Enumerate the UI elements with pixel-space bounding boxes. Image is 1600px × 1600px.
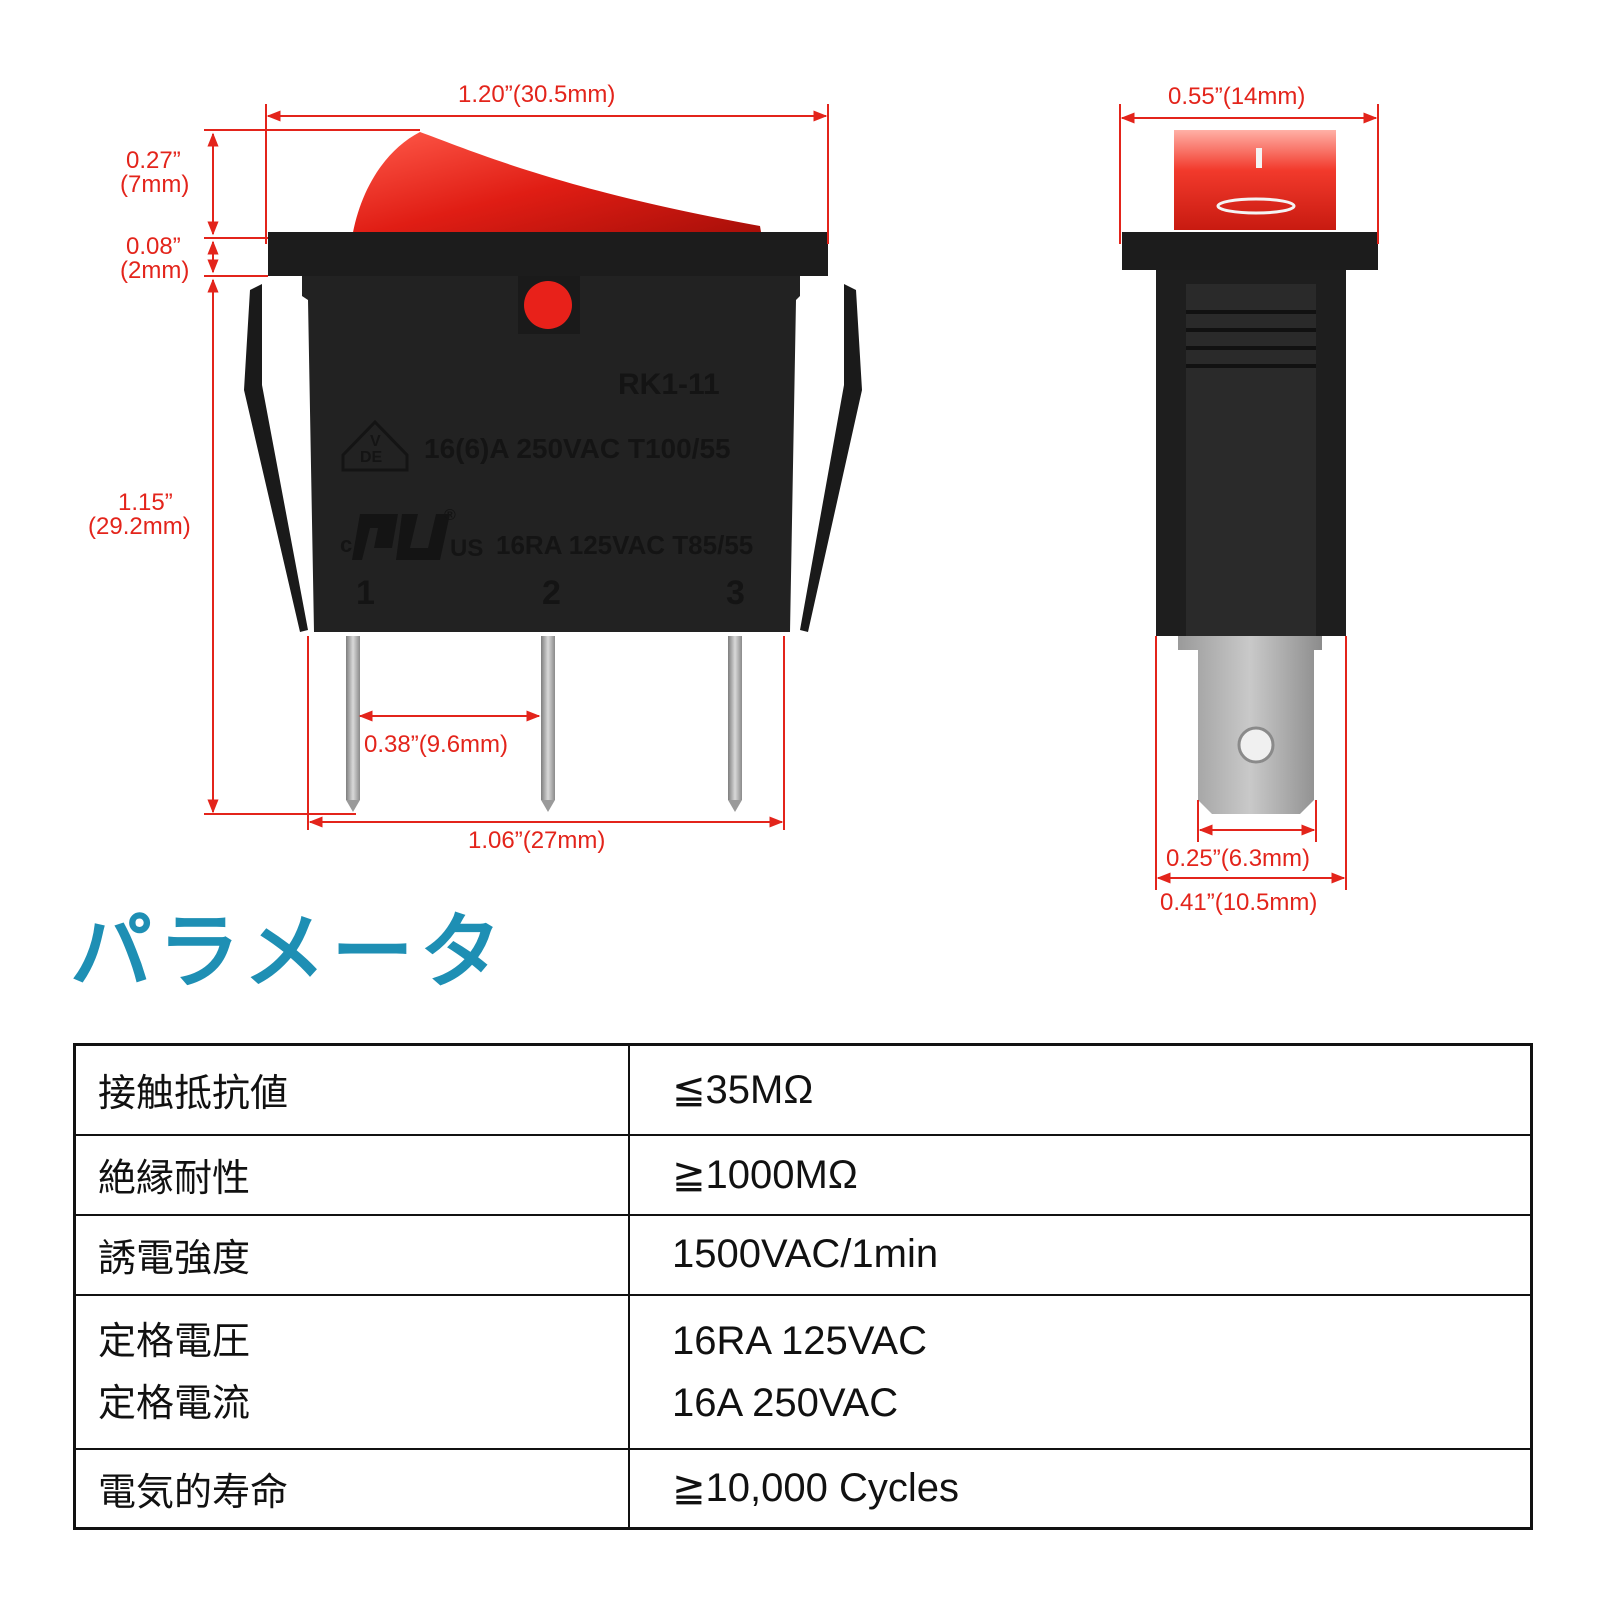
svg-text:DE: DE bbox=[360, 449, 383, 466]
bezel bbox=[268, 232, 828, 276]
parameter-table: 接触抵抗値 ≦35MΩ 絶縁耐性 ≧1000MΩ 誘電強度 1500VAC/1m… bbox=[73, 1043, 1533, 1530]
svg-text:V: V bbox=[370, 433, 381, 450]
side-terminal bbox=[1178, 636, 1322, 814]
param-value: ≦35MΩ bbox=[628, 1043, 1533, 1136]
param-label: 誘電強度 bbox=[73, 1213, 630, 1296]
terminal-pins bbox=[346, 636, 742, 812]
table-row: 定格電圧 定格電流 16RA 125VAC 16A 250VAC bbox=[73, 1293, 1533, 1450]
on-symbol bbox=[1256, 148, 1262, 168]
table-row: 誘電強度 1500VAC/1min bbox=[73, 1213, 1533, 1296]
off-symbol bbox=[1216, 197, 1296, 215]
table-row: 絶縁耐性 ≧1000MΩ bbox=[73, 1133, 1533, 1216]
rocker-actuator bbox=[352, 132, 762, 238]
dim-rocker-height-in: 0.27” bbox=[126, 147, 181, 174]
dim-terminal-width: 0.25”(6.3mm) bbox=[1166, 845, 1310, 872]
dim-bezel-thickness-mm: (2mm) bbox=[120, 257, 189, 284]
param-value: ≧1000MΩ bbox=[628, 1133, 1533, 1216]
dim-rocker-height-mm: (7mm) bbox=[120, 171, 189, 198]
terminal-hole bbox=[1237, 726, 1275, 764]
vde-rating-marking: 16(6)A 250VAC T100/55 bbox=[424, 433, 731, 464]
dim-body-height-mm: (29.2mm) bbox=[88, 513, 191, 540]
table-row: 接触抵抗値 ≦35MΩ bbox=[73, 1043, 1533, 1136]
side-dimension-lines bbox=[1119, 104, 1379, 890]
left-clip bbox=[244, 284, 308, 632]
pin-number-2: 2 bbox=[542, 574, 561, 612]
svg-text:c: c bbox=[340, 532, 352, 557]
svg-text:US: US bbox=[450, 535, 483, 562]
param-value: 1500VAC/1min bbox=[628, 1213, 1533, 1296]
param-label: 定格電圧 bbox=[98, 1318, 251, 1363]
param-label: 電気的寿命 bbox=[73, 1447, 630, 1530]
vde-mark-icon: V DE bbox=[341, 419, 409, 472]
param-value: 16RA 125VAC bbox=[672, 1318, 927, 1363]
param-label: 絶縁耐性 bbox=[73, 1133, 630, 1216]
pin-number-3: 3 bbox=[726, 574, 745, 612]
section-title: パラメータ bbox=[70, 905, 508, 1000]
dim-body-height-in: 1.15” bbox=[118, 489, 173, 516]
dim-body-width: 1.06”(27mm) bbox=[468, 827, 605, 854]
indicator-lamp bbox=[524, 281, 572, 329]
switch-dimension-diagram: RK1-11 V DE 16(6)A 250VAC T100/55 c US ®… bbox=[88, 81, 1379, 916]
table-row: 電気的寿命 ≧10,000 Cycles bbox=[73, 1447, 1533, 1530]
dim-side-body-width: 0.41”(10.5mm) bbox=[1160, 889, 1317, 916]
ul-rating-marking: 16RA 125VAC T85/55 bbox=[496, 530, 753, 560]
side-rocker bbox=[1174, 130, 1336, 230]
dim-bezel-thickness-in: 0.08” bbox=[126, 233, 181, 260]
pin-number-1: 1 bbox=[356, 574, 375, 612]
param-label: 接触抵抗値 bbox=[73, 1043, 630, 1136]
model-marking: RK1-11 bbox=[618, 368, 720, 401]
switch-body bbox=[302, 276, 800, 632]
right-clip bbox=[800, 284, 862, 632]
dim-pin-pitch: 0.38”(9.6mm) bbox=[364, 731, 508, 758]
dim-front-width: 1.20”(30.5mm) bbox=[458, 81, 615, 108]
front-dimension-lines bbox=[204, 104, 829, 830]
param-value: 16A 250VAC bbox=[672, 1380, 899, 1425]
front-view-switch: RK1-11 V DE 16(6)A 250VAC T100/55 c US ®… bbox=[244, 132, 862, 812]
ul-mark-icon: c US ® bbox=[340, 507, 483, 562]
dim-side-width: 0.55”(14mm) bbox=[1168, 83, 1305, 110]
svg-text:®: ® bbox=[444, 507, 456, 524]
side-view-switch bbox=[1122, 130, 1378, 814]
param-value: ≧10,000 Cycles bbox=[628, 1447, 1533, 1530]
param-label: 定格電流 bbox=[98, 1380, 251, 1425]
